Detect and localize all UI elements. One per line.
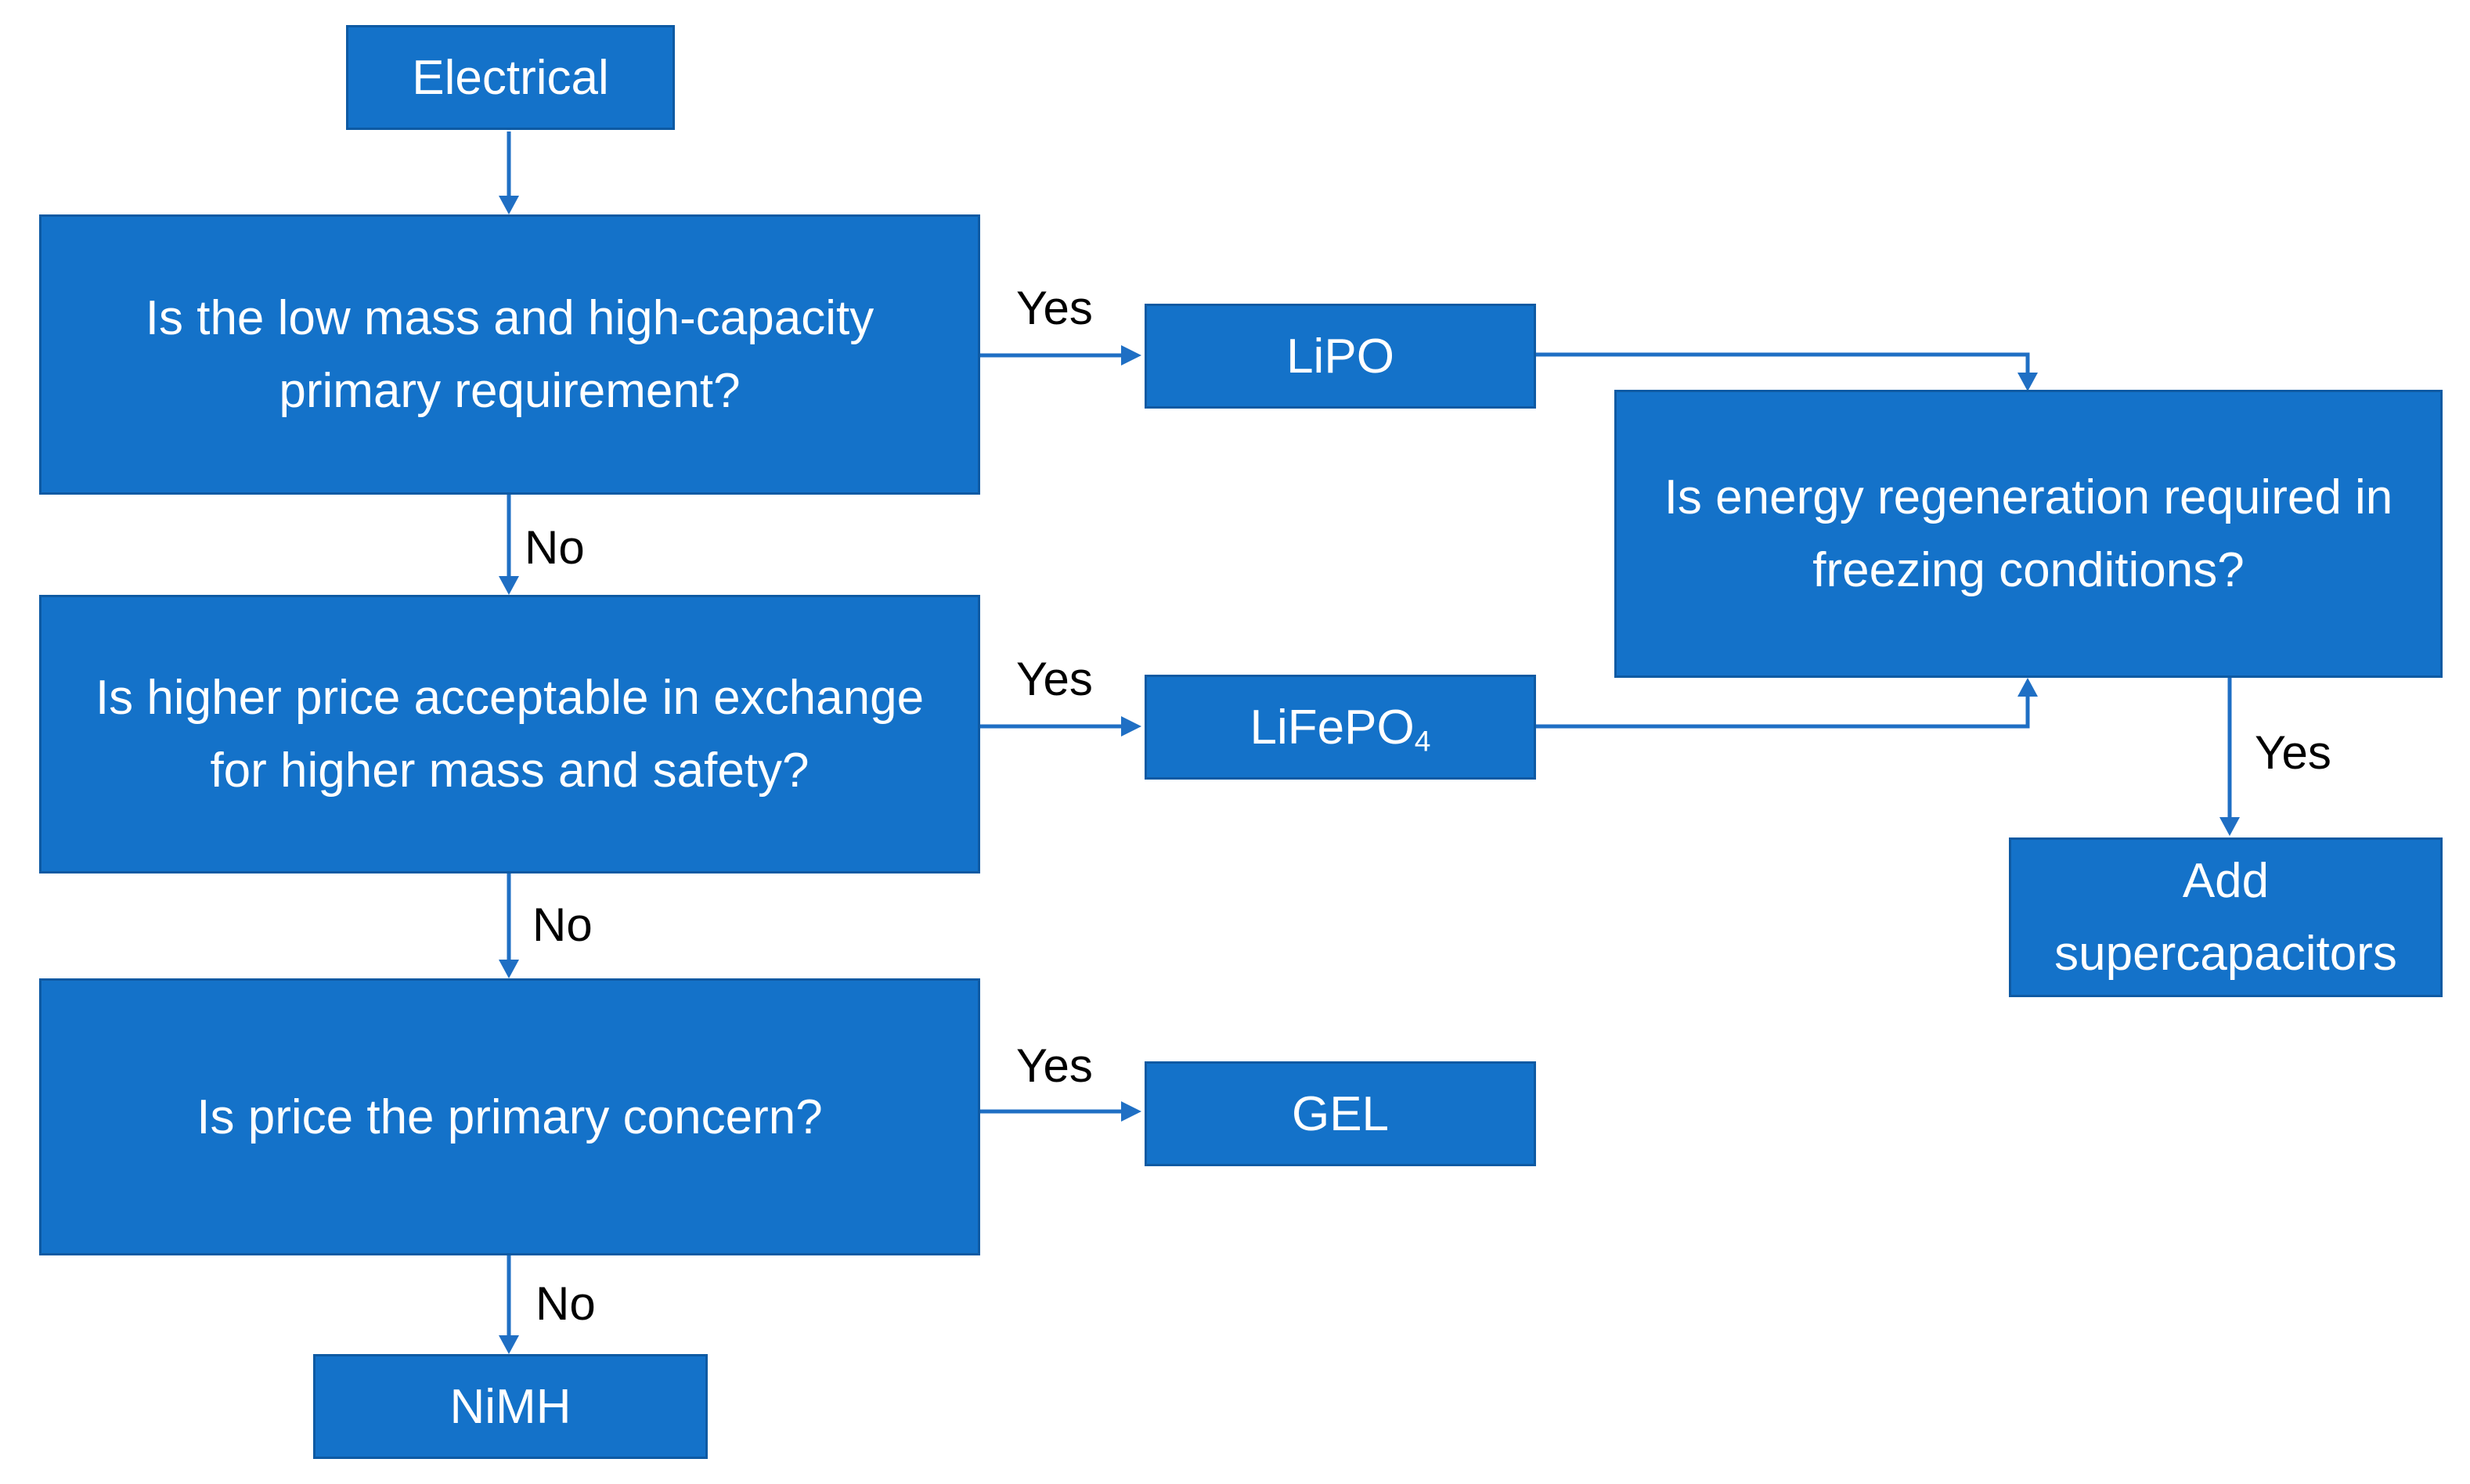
node-supercapacitors-label: Add supercapacitors [2054, 854, 2397, 981]
edge-q1-to-q2 [499, 495, 519, 595]
node-electrical: Electrical [346, 25, 675, 130]
node-lipo: LiPO [1145, 304, 1536, 409]
edge-label-no-nimh: No [535, 1277, 596, 1330]
node-question-higher-price-label: Is higher price acceptable in exchange f… [95, 671, 925, 798]
node-lifepo4: LiFePO4 [1145, 675, 1536, 780]
edge-q2-to-lifepo4 [979, 716, 1141, 737]
node-gel: GEL [1145, 1061, 1536, 1166]
node-supercapacitors: Add supercapacitors [2009, 837, 2443, 997]
node-question-low-mass-label: Is the low mass and high-capacity primar… [145, 291, 874, 418]
node-question-price: Is price the primary concern? [39, 978, 980, 1255]
edge-label-yes-supercaps: Yes [2255, 726, 2331, 779]
node-question-regen-label: Is energy regeneration required in freez… [1664, 470, 2393, 597]
edge-q2-to-q3 [499, 873, 519, 978]
edge-electrical-to-q1 [499, 131, 519, 214]
edge-lifepo4-to-q4 [1534, 678, 2038, 729]
node-nimh-label: NiMH [449, 1379, 572, 1434]
node-lipo-label: LiPO [1286, 329, 1394, 384]
node-question-low-mass: Is the low mass and high-capacity primar… [39, 214, 980, 495]
edge-label-yes-gel: Yes [1016, 1039, 1093, 1092]
node-question-regen: Is energy regeneration required in freez… [1614, 390, 2443, 678]
node-lifepo4-label: LiFePO4 [1250, 691, 1431, 764]
edge-label-yes-lifepo4: Yes [1016, 653, 1093, 705]
node-nimh: NiMH [313, 1354, 708, 1459]
edge-label-no-q2: No [525, 521, 585, 574]
node-electrical-label: Electrical [412, 50, 609, 105]
edge-q4-to-supercaps [2219, 678, 2240, 836]
node-lifepo4-main: LiFePO [1249, 700, 1415, 755]
node-gel-label: GEL [1291, 1086, 1390, 1141]
edge-q1-to-lipo [979, 345, 1141, 366]
edge-q3-to-nimh [499, 1255, 519, 1354]
edge-q3-to-gel [979, 1101, 1141, 1122]
edge-lipo-to-q4 [1534, 352, 2038, 391]
node-lifepo4-subscript: 4 [1414, 723, 1431, 757]
edge-label-yes-lipo: Yes [1016, 282, 1093, 334]
node-question-price-label: Is price the primary concern? [197, 1090, 823, 1144]
node-question-higher-price: Is higher price acceptable in exchange f… [39, 595, 980, 873]
edge-label-no-q3: No [532, 899, 593, 951]
